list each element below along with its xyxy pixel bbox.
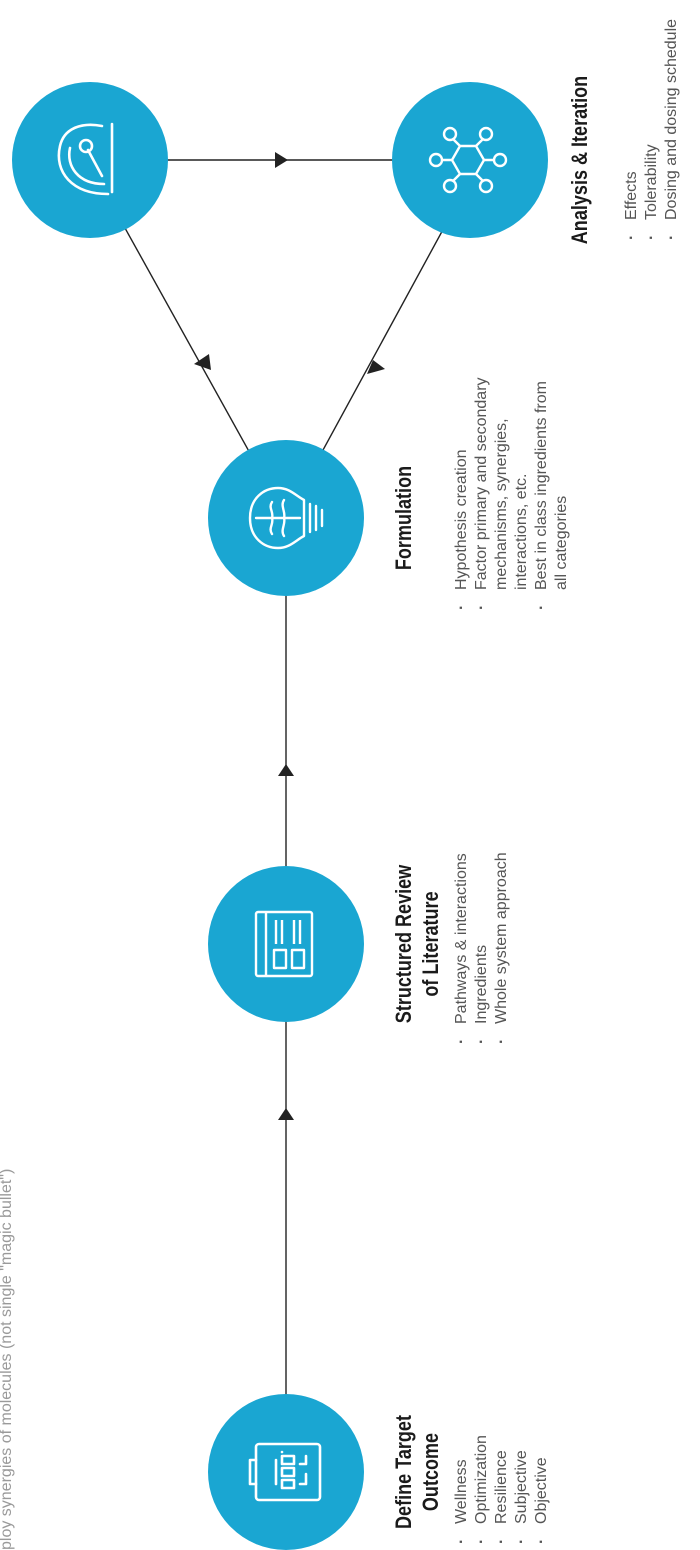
step-formulation-circle bbox=[208, 440, 364, 596]
bullet-item: Objective bbox=[532, 1435, 552, 1546]
bullet-item: Dosing and dosing schedule bbox=[662, 19, 682, 242]
bullet-item: Hypothesis creation bbox=[452, 377, 472, 612]
arrow-2 bbox=[278, 764, 294, 776]
step-analysis-title: Analysis & Iteration bbox=[567, 75, 592, 245]
bullet-item: Factor primary and secondary mechanisms,… bbox=[472, 377, 532, 612]
bullet-item: Subjective bbox=[512, 1435, 532, 1546]
bullet-item: Effects bbox=[622, 19, 642, 242]
bullet-item: Pathways & interactions bbox=[452, 852, 472, 1046]
arrow-4 bbox=[367, 360, 385, 374]
arrow-5 bbox=[275, 152, 288, 168]
bullet-item: Resilience bbox=[492, 1435, 512, 1546]
bullet-item: Best in class ingredients from all categ… bbox=[532, 377, 572, 612]
molecule-network-icon bbox=[422, 114, 519, 206]
step-literature-review-circle bbox=[208, 866, 364, 1022]
step-literature-review-title: Structured Review of Literature bbox=[391, 864, 443, 1024]
step-analysis-circle bbox=[392, 82, 548, 238]
step-literature-review-bullets: Pathways & interactions Ingredients Whol… bbox=[452, 852, 512, 1046]
step-formulation-bullets: Hypothesis creation Factor primary and s… bbox=[452, 377, 572, 612]
brain-lightbulb-icon bbox=[238, 472, 335, 564]
step-define-target-circle bbox=[208, 1394, 364, 1550]
clipboard-flowchart-icon bbox=[238, 1426, 335, 1518]
bullet-item: Ingredients bbox=[472, 852, 492, 1046]
step-analysis-bullets: Effects Tolerability Dosing and dosing s… bbox=[622, 19, 682, 242]
step-formulation-title: Formulation bbox=[391, 465, 416, 571]
gauge-meter-icon bbox=[42, 114, 139, 206]
step-define-target-bullets: Wellness Optimization Resilience Subject… bbox=[452, 1435, 552, 1546]
step-define-target-title: Define Target Outcome bbox=[391, 1415, 443, 1529]
bullet-item: Tolerability bbox=[642, 19, 662, 242]
step-gauge-circle bbox=[12, 82, 168, 238]
bullet-item: Optimization bbox=[472, 1435, 492, 1546]
bullet-item: Whole system approach bbox=[492, 852, 512, 1046]
arrow-3 bbox=[194, 354, 211, 370]
arrow-1 bbox=[278, 1108, 294, 1120]
browser-document-icon bbox=[238, 898, 335, 990]
bullet-item: Wellness bbox=[452, 1435, 472, 1546]
